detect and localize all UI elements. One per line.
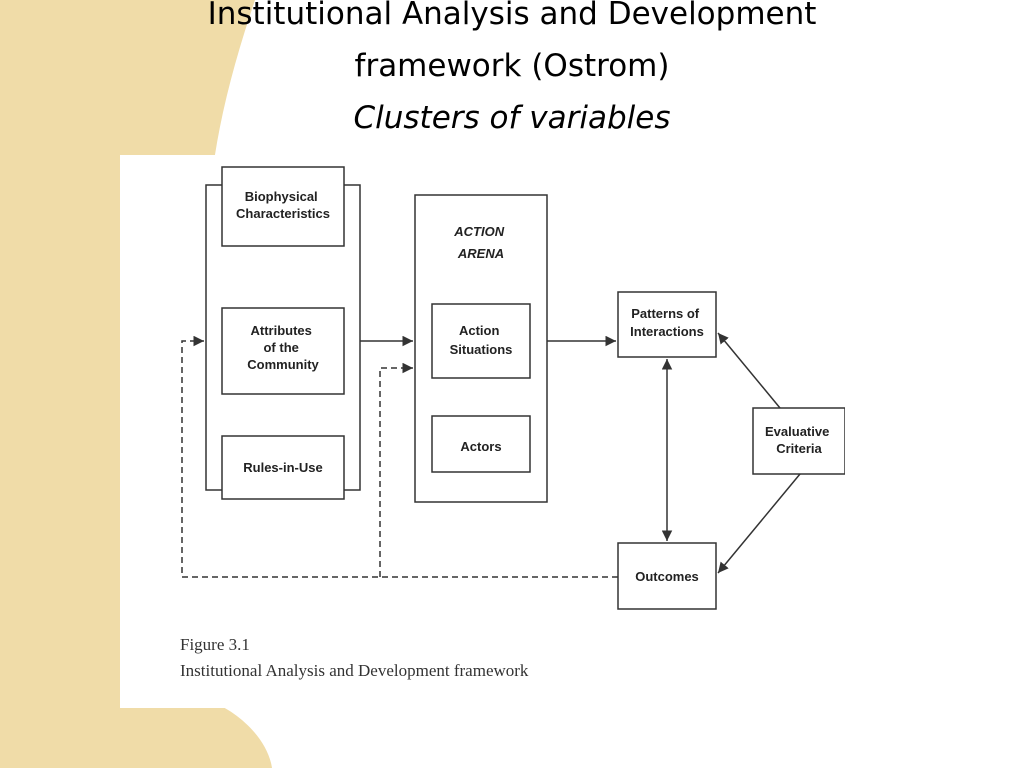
attributes-label: Attributes of the Community (247, 323, 319, 372)
patterns-box (617, 291, 717, 358)
slide-title-line-1: Institutional Analysis and Development (207, 0, 817, 32)
biophysical-box (221, 166, 345, 247)
actors-label: Actors (460, 439, 501, 454)
outcomes-label: Outcomes (635, 569, 699, 584)
feedback-to-arena-arrow (379, 362, 413, 577)
figure-title: Institutional Analysis and Development f… (180, 661, 529, 680)
slide-title-block: Institutional Analysis and Development f… (0, 0, 1024, 144)
action-arena-box (414, 194, 548, 503)
slide-title-line-2: framework (Ostrom) (354, 48, 670, 84)
rules-label: Rules-in-Use (243, 460, 322, 475)
action-situations-label: Action Situations (450, 323, 513, 357)
feedback-to-context-arrow (181, 335, 618, 578)
rules-box (221, 435, 345, 500)
evaluative-to-patterns-arrow (717, 332, 781, 409)
action-arena-label: ACTION ARENA (453, 224, 507, 261)
figure-number: Figure 3.1 (180, 635, 250, 654)
evaluative-to-outcomes-arrow (717, 473, 801, 574)
outcomes-box (617, 542, 717, 610)
action-situations-box (431, 303, 531, 379)
iad-framework-diagram: Biophysical Characteristics Attributes o… (181, 166, 845, 610)
attributes-box (221, 307, 345, 395)
figure-caption: Figure 3.1 Institutional Analysis and De… (180, 632, 528, 684)
biophysical-label: Biophysical Characteristics (236, 189, 330, 221)
evaluative-label: Evaluative Criteria (765, 424, 833, 456)
patterns-label: Patterns of Interactions (630, 306, 704, 339)
figure-panel: Biophysical Characteristics Attributes o… (120, 155, 845, 708)
evaluative-box (752, 407, 845, 475)
actors-box (431, 415, 531, 473)
slide-subtitle: Clusters of variables (353, 100, 671, 136)
